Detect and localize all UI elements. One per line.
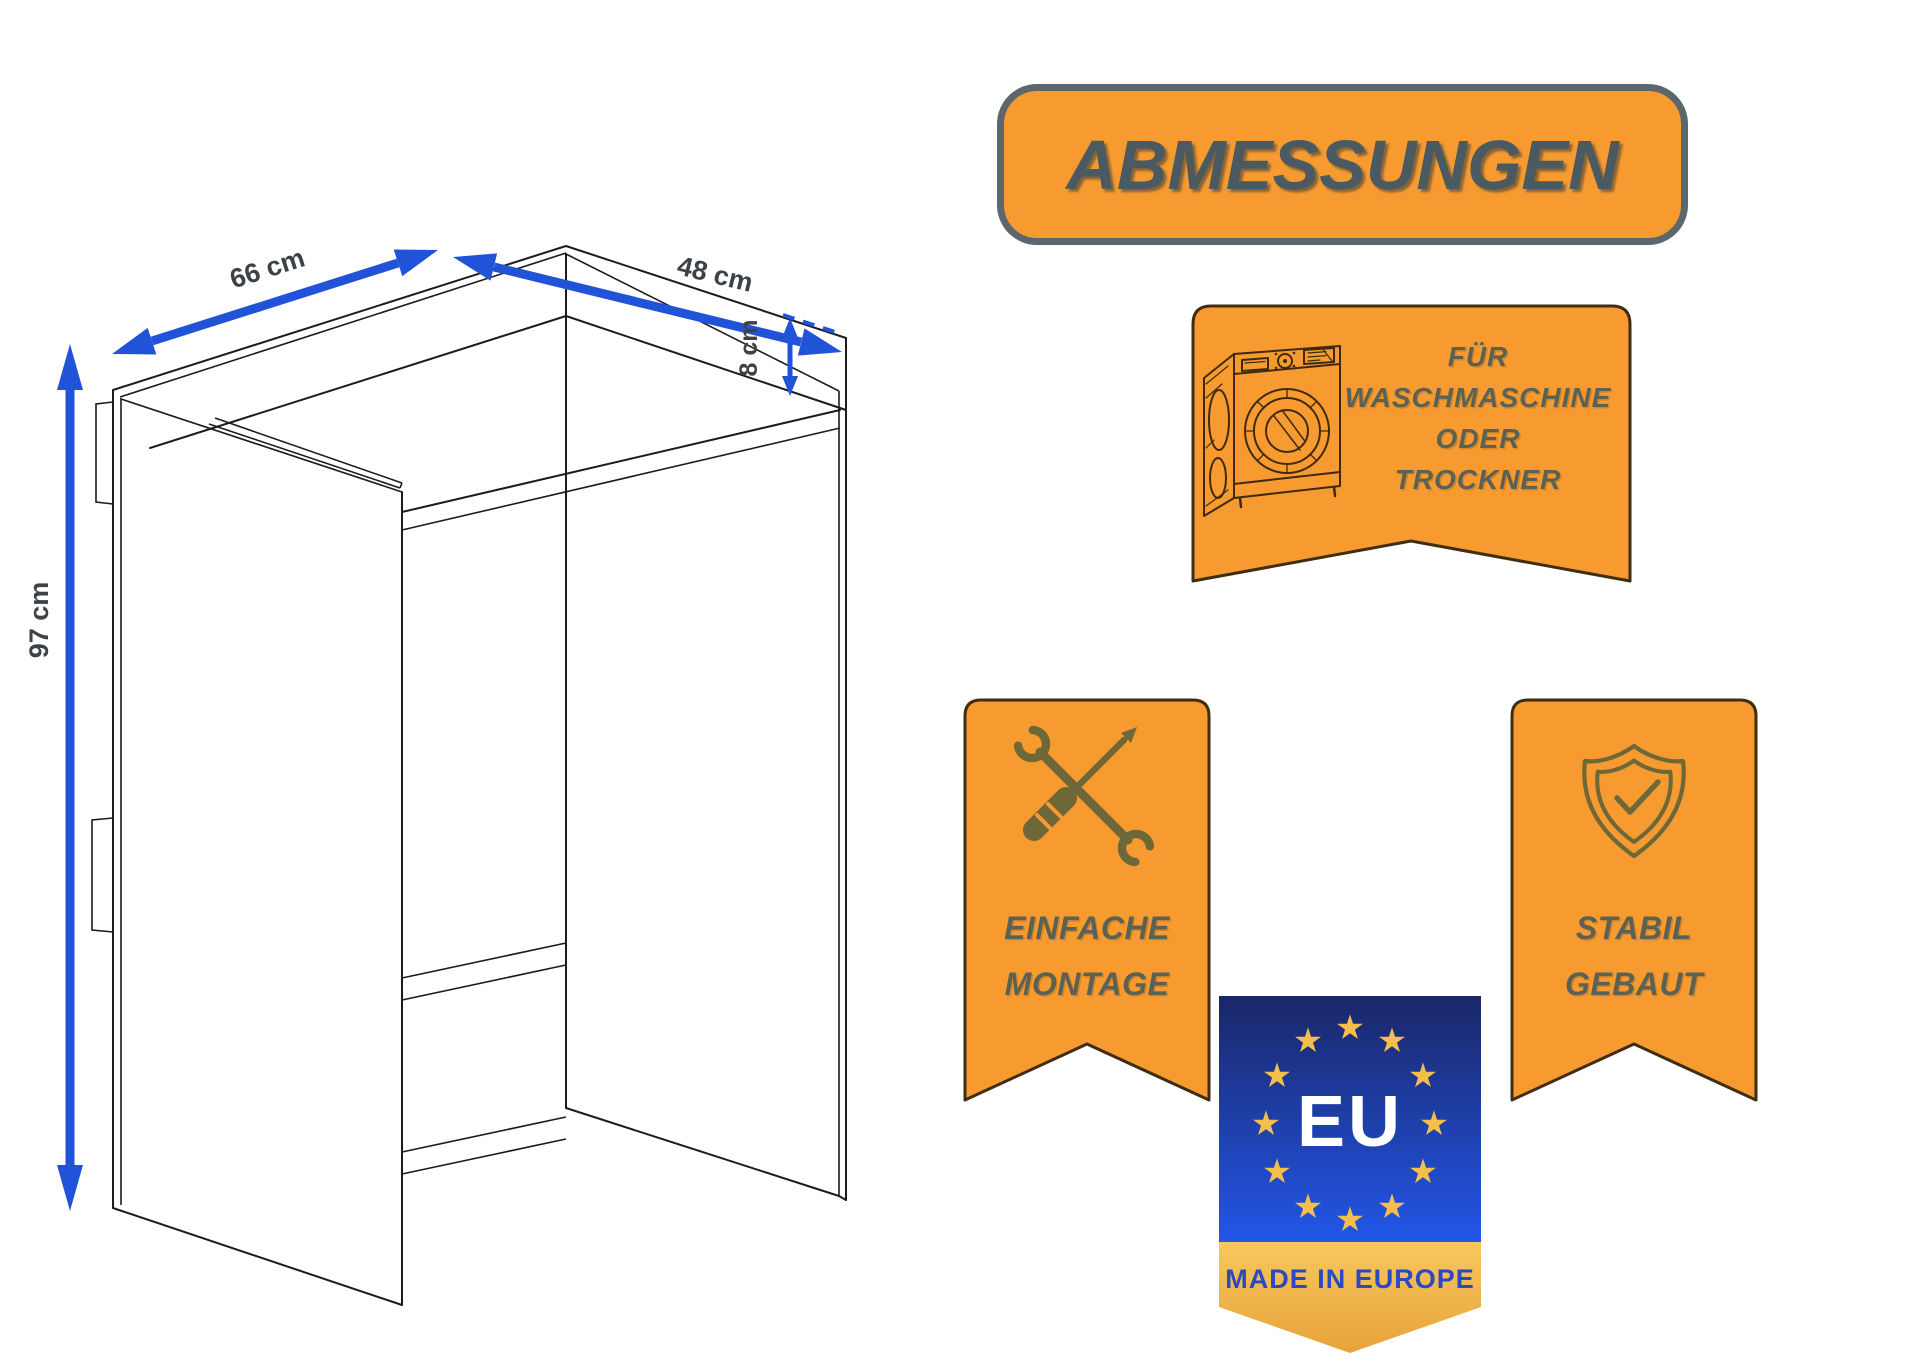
cabinet-dimension-diagram: 66 cm 48 cm 97 cm 8 cm: [24, 242, 847, 1306]
appliance-line-1: FÜR: [1447, 341, 1509, 372]
depth-dimension-arrow: 48 cm: [453, 251, 842, 356]
assembly-badge-text: EINFACHE MONTAGE: [958, 900, 1216, 1012]
assembly-badge: EINFACHE MONTAGE: [958, 696, 1216, 1106]
eu-flag-field: [1219, 996, 1481, 1242]
title-banner: ABMESSUNGEN: [997, 84, 1688, 245]
title-banner-label: ABMESSUNGEN: [1066, 125, 1619, 204]
shelf-back-edge: [149, 315, 567, 449]
stability-line-2: GEBAUT: [1564, 966, 1704, 1002]
shelf-front-edge: [401, 409, 841, 513]
appliance-badge-text: FÜR WASCHMASCHINE ODER TROCKNER: [1338, 336, 1618, 500]
assembly-badge-shape: [963, 698, 1211, 1102]
stability-line-1: STABIL: [1575, 910, 1693, 946]
appliance-badge-shape: [1191, 304, 1632, 583]
shield-check-icon: [1582, 743, 1686, 859]
height-dimension-arrow: 97 cm: [24, 344, 83, 1211]
eu-origin-badge: EU MADE IN EUROPE: [1219, 996, 1481, 1356]
appliance-badge: FÜR WASCHMASCHINE ODER TROCKNER: [1188, 300, 1638, 592]
shelf-right-edge: [565, 315, 847, 411]
eu-caption: MADE IN EUROPE: [1225, 1264, 1475, 1294]
appliance-line-4: TROCKNER: [1394, 464, 1562, 495]
appliance-line-2: WASCHMASCHINE: [1344, 382, 1612, 413]
cabinet-drawing: [91, 245, 847, 1306]
eu-label: EU: [1297, 1082, 1403, 1162]
washing-machine-icon: [1203, 345, 1341, 517]
assembly-line-2: MONTAGE: [1004, 966, 1170, 1002]
depth-dimension-label: 48 cm: [674, 251, 755, 298]
mount-tab-lower: [91, 817, 114, 933]
eu-gold-ribbon: [1219, 1242, 1481, 1353]
appliance-line-3: ODER: [1435, 423, 1521, 454]
back-rails: [401, 942, 567, 1175]
stability-badge: STABIL GEBAUT: [1505, 696, 1763, 1106]
height-dimension-label: 97 cm: [24, 582, 54, 659]
top-gap-dimension-arrow: 8 cm: [735, 313, 842, 396]
top-gap-dimension-label: 8 cm: [735, 320, 763, 377]
stability-badge-shape: [1510, 698, 1758, 1102]
stability-badge-text: STABIL GEBAUT: [1505, 900, 1763, 1012]
mount-tab-upper: [95, 401, 114, 505]
tools-icon: [1013, 725, 1155, 867]
assembly-line-1: EINFACHE: [1004, 910, 1170, 946]
width-dimension-label: 66 cm: [226, 242, 308, 294]
